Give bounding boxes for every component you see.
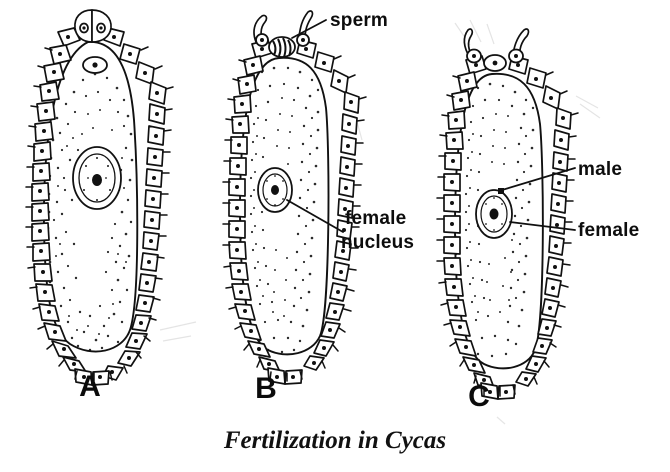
panel-letter-b: B: [255, 372, 277, 405]
female-leader-line: [509, 221, 576, 231]
jacket-cell-ring-c: [436, 55, 579, 400]
label-female-nucleus-line2: nucleus: [341, 232, 414, 253]
neck-cells-b: [253, 10, 314, 47]
male-nucleus-c: [498, 188, 504, 194]
label-female: female: [578, 220, 639, 241]
label-sperm: sperm: [330, 10, 388, 31]
annotation-labels: sperm female nucleus male female: [330, 10, 639, 253]
male-leader-line: [501, 167, 576, 191]
panel-letter-a: A: [79, 370, 101, 403]
jacket-cell-ring-a: [25, 27, 174, 386]
sperm-body: [268, 36, 296, 58]
figure-caption: Fertilization in Cycas: [223, 427, 446, 454]
panel-c-archegonium: C: [436, 28, 579, 413]
panel-a-archegonium: A: [25, 9, 174, 403]
female-nucleus-a: [72, 146, 122, 210]
panel-b-archegonium: B: [222, 10, 367, 405]
label-male: male: [578, 159, 622, 180]
sperm-leader-line: [291, 19, 327, 39]
panel-letter-c: C: [468, 380, 490, 413]
female-nucleus-c: [475, 189, 513, 239]
female-nucleus-b: [257, 167, 293, 213]
label-female-nucleus-line1: female: [345, 208, 406, 229]
neck-cells-c: [463, 28, 530, 72]
neck-cells-a: [74, 9, 112, 74]
egg-cell-outline-b: [239, 56, 330, 356]
jacket-cell-ring-b: [222, 39, 367, 385]
female-nucleus-leader-line-b: [286, 199, 344, 233]
